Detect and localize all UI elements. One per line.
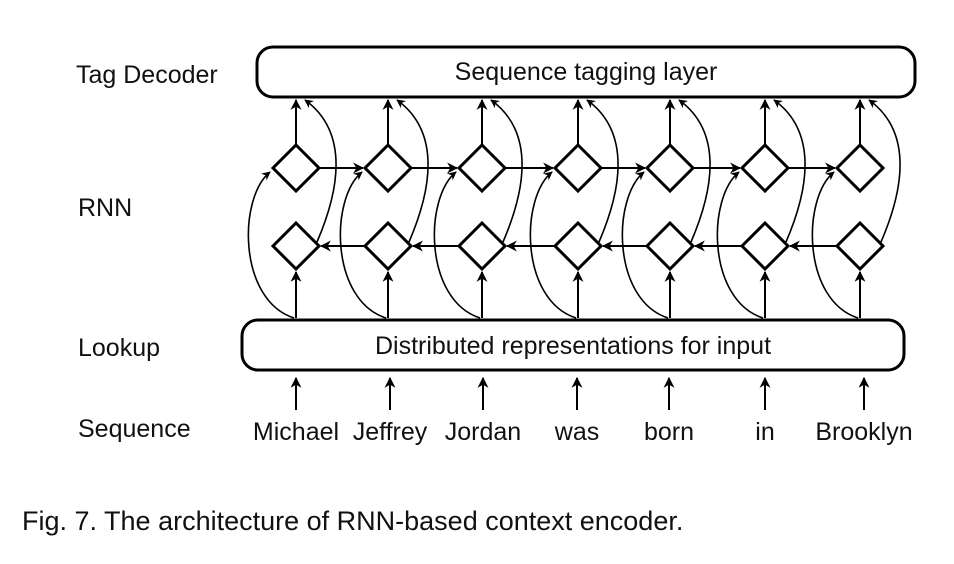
- figure-caption: Fig. 7. The architecture of RNN-based co…: [22, 506, 683, 536]
- backward-rnn-cell: [739, 220, 791, 272]
- row-label-tag-decoder: Tag Decoder: [76, 61, 218, 89]
- forward-rnn-cell: [456, 142, 508, 194]
- row-label-lookup: Lookup: [78, 334, 160, 362]
- backward-rnn-cell: [834, 220, 886, 272]
- forward-rnn-cell: [552, 142, 604, 194]
- backward-rnn-cell: [270, 220, 322, 272]
- backward-rnn-cell: [552, 220, 604, 272]
- sequence-tagging-layer-label: Sequence tagging layer: [455, 58, 718, 86]
- lookup-to-forward-curve: [433, 171, 481, 319]
- backward-to-decoder-curve: [773, 99, 806, 243]
- backward-rnn-cell: [362, 220, 414, 272]
- lookup-to-forward-curve: [529, 171, 577, 319]
- token-label: Brooklyn: [815, 418, 912, 446]
- backward-to-decoder-curve: [396, 99, 429, 243]
- lookup-to-forward-curve: [811, 171, 859, 319]
- backward-to-decoder-curve: [868, 99, 901, 243]
- backward-rnn-cell: [456, 220, 508, 272]
- token-label: born: [644, 418, 694, 446]
- forward-rnn-cell: [739, 142, 791, 194]
- token-label: Jeffrey: [353, 418, 428, 446]
- backward-to-decoder-curve: [678, 99, 711, 243]
- lookup-to-forward-curve: [339, 171, 387, 319]
- forward-rnn-cell: [270, 142, 322, 194]
- token-label: in: [755, 418, 774, 446]
- token-label: was: [554, 418, 599, 446]
- backward-to-decoder-curve: [586, 99, 619, 243]
- backward-to-decoder-curve: [490, 99, 523, 243]
- lookup-to-forward-curve: [247, 171, 295, 319]
- lookup-to-forward-curve: [716, 171, 764, 319]
- forward-rnn-cell: [362, 142, 414, 194]
- forward-rnn-cell: [644, 142, 696, 194]
- backward-to-decoder-curve: [304, 99, 337, 243]
- forward-rnn-cell: [834, 142, 886, 194]
- rnn-network: [247, 98, 901, 410]
- sequence-tagging-layer-box: [255, 45, 917, 99]
- distributed-representations-box: [240, 318, 906, 372]
- token-label: Michael: [253, 418, 339, 446]
- token-label: Jordan: [445, 418, 521, 446]
- distributed-representations-label: Distributed representations for input: [375, 332, 771, 360]
- lookup-to-forward-curve: [621, 171, 669, 319]
- row-label-rnn: RNN: [78, 194, 132, 222]
- backward-rnn-cell: [644, 220, 696, 272]
- row-label-sequence: Sequence: [78, 415, 191, 443]
